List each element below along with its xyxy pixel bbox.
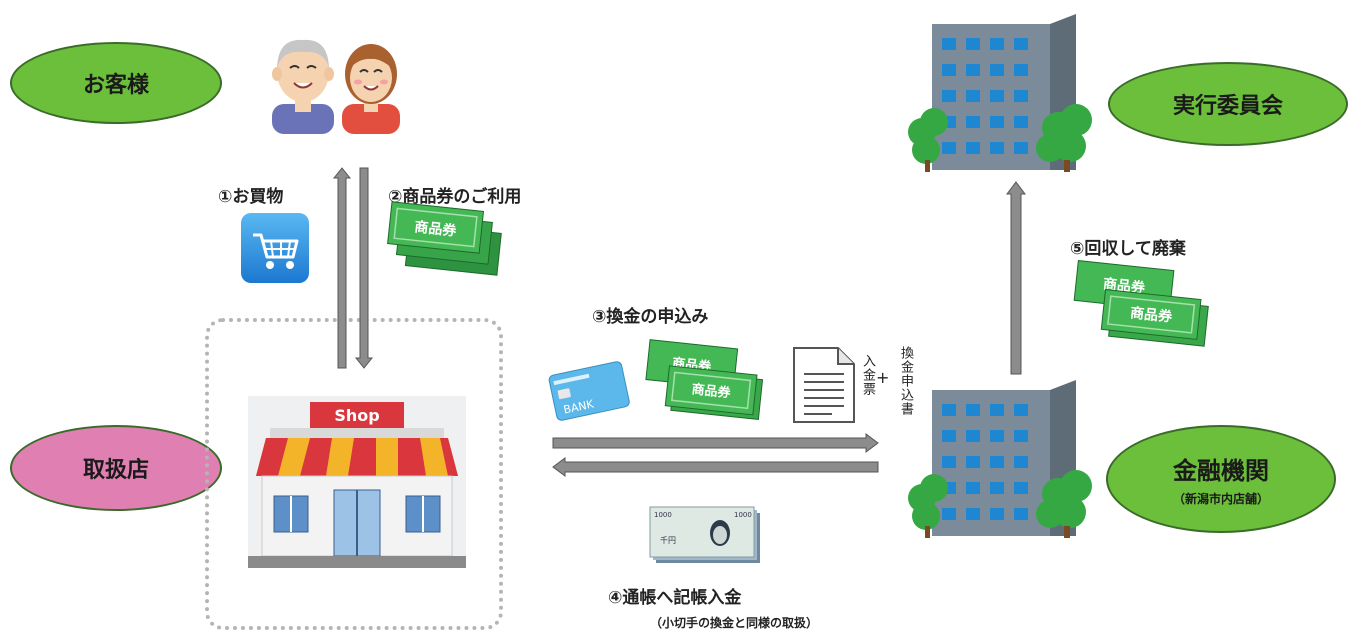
arrow-store-to-customer <box>332 167 352 369</box>
arrow-bank-to-store <box>552 457 879 477</box>
bank-label: 金融機関 <box>1173 457 1269 485</box>
yen-text: 千円 <box>660 535 676 545</box>
shop-building-icon: Shop <box>248 396 466 568</box>
yen-number: 1000 <box>734 511 752 519</box>
store-oval: 取扱店 <box>10 425 222 511</box>
yen-number: 1000 <box>654 511 672 519</box>
step3-label: ③換金の申込み <box>592 307 709 327</box>
committee-oval: 実行委員会 <box>1108 62 1348 146</box>
committee-building-icon <box>908 14 1092 172</box>
step2-label: ②商品券のご利用 <box>388 187 522 207</box>
customer-label: お客様 <box>82 73 149 98</box>
voucher-stack-icon-customer: 商品券 <box>387 201 502 276</box>
bank-sublabel: （新潟市内店舗） <box>1172 492 1269 506</box>
bank-card-icon: BANK <box>548 361 630 421</box>
yen-banknote-icon: 1000 1000 千円 <box>649 506 760 563</box>
shopping-cart-icon <box>241 213 309 283</box>
arrow-customer-to-store <box>354 167 374 369</box>
application-form-label: 換金申込書 <box>898 346 913 416</box>
step4-sublabel: （小切手の換金と同様の取扱） <box>650 616 819 630</box>
customer-oval: お客様 <box>10 42 222 124</box>
plus-sign: + <box>876 368 890 387</box>
voucher-text: 商品券 <box>414 218 459 239</box>
voucher-text: 商品券 <box>1129 304 1174 325</box>
shop-sign-text: Shop <box>334 406 379 425</box>
step5-label: ⑤回収して廃棄 <box>1070 239 1186 259</box>
voucher-stack-icon-store: 商品券 商品券 <box>645 339 764 421</box>
committee-label: 実行委員会 <box>1172 94 1283 119</box>
step4-label: ④通帳へ記帳入金 <box>608 588 742 608</box>
arrow-store-to-bank <box>552 433 879 453</box>
document-icon <box>793 347 855 423</box>
card-text: BANK <box>562 397 595 416</box>
store-dashed-frame <box>205 318 503 630</box>
step1-label: ①お買物 <box>218 187 284 207</box>
arrow-bank-to-committee <box>1006 181 1026 375</box>
voucher-text: 商品券 <box>691 381 732 401</box>
voucher-stack-icon-discard: 商品券 商品券 <box>1073 260 1209 347</box>
customers-couple-icon <box>272 39 400 134</box>
bank-building-icon <box>908 380 1092 538</box>
store-label: 取扱店 <box>82 458 149 483</box>
deposit-slip-label: 入金票 <box>860 354 875 396</box>
bank-oval: 金融機関 （新潟市内店舗） <box>1106 425 1336 533</box>
